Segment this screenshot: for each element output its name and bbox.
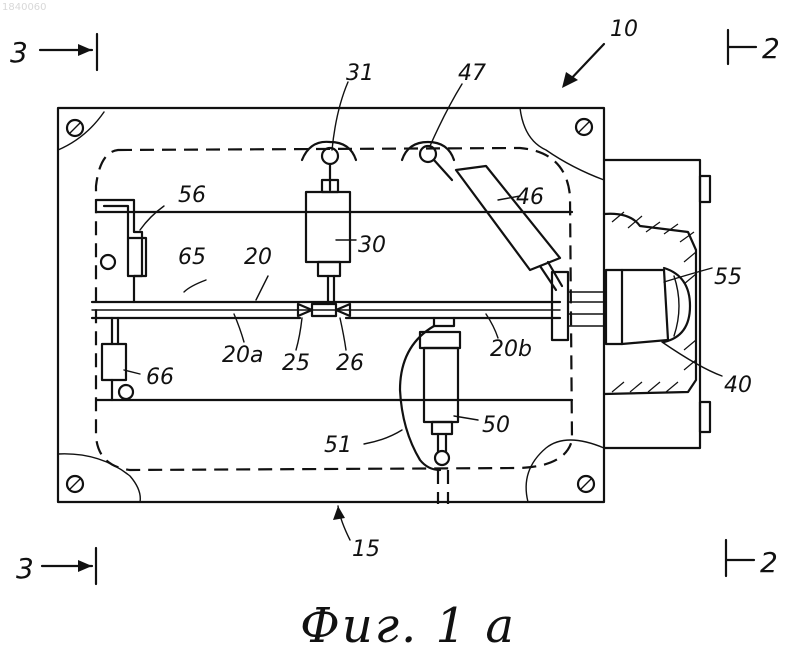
leader-47 (430, 84, 462, 146)
label-25: 25 (282, 351, 310, 376)
watermark-text: 1840060 (2, 2, 47, 13)
component-30 (302, 142, 356, 304)
label-51: 51 (324, 433, 352, 458)
leader-56 (140, 206, 164, 230)
label-30: 30 (358, 233, 386, 258)
label-66: 66 (146, 365, 174, 390)
screw-br (578, 476, 594, 492)
connector-40 (604, 160, 710, 448)
section-mark-3-top: 3 (10, 34, 97, 70)
section-2-bottom-label: 2 (760, 546, 778, 579)
leader-40 (662, 342, 722, 376)
component-50 (420, 318, 460, 504)
break-line-tl (58, 112, 104, 150)
label-56: 56 (178, 183, 206, 208)
leader-31 (332, 82, 348, 150)
label-20b: 20b (490, 337, 532, 362)
leader-65 (184, 280, 206, 292)
label-46: 46 (516, 185, 544, 210)
label-20a: 20a (222, 343, 263, 368)
section-3-bottom-label: 3 (16, 552, 34, 585)
label-10: 10 (610, 17, 638, 42)
component-66 (102, 318, 133, 400)
section-mark-2-bottom: 2 (726, 540, 778, 579)
screw-tr (576, 119, 592, 135)
section-mark-2-top: 2 (728, 30, 780, 65)
break-line-br (526, 440, 604, 502)
label-20: 20 (244, 245, 272, 270)
leader-10 (568, 44, 604, 82)
label-40: 40 (724, 373, 752, 398)
figure-caption: Фиг. 1 а (300, 598, 516, 654)
screw-tl (67, 120, 83, 136)
label-15: 15 (352, 537, 380, 562)
section-2-top-label: 2 (762, 32, 780, 65)
label-47: 47 (458, 61, 486, 86)
label-65: 65 (178, 245, 206, 270)
leader-51 (364, 430, 402, 444)
label-31: 31 (346, 61, 374, 86)
leader-26 (340, 318, 346, 350)
section-mark-3-bottom: 3 (16, 548, 96, 585)
label-26: 26 (336, 351, 364, 376)
leader-20 (256, 276, 268, 300)
screw-bl (67, 476, 83, 492)
component-56 (96, 200, 146, 302)
label-50: 50 (482, 413, 510, 438)
label-55: 55 (714, 265, 742, 290)
leader-25 (296, 318, 302, 350)
component-46 (402, 142, 562, 290)
section-3-top-label: 3 (10, 36, 28, 69)
